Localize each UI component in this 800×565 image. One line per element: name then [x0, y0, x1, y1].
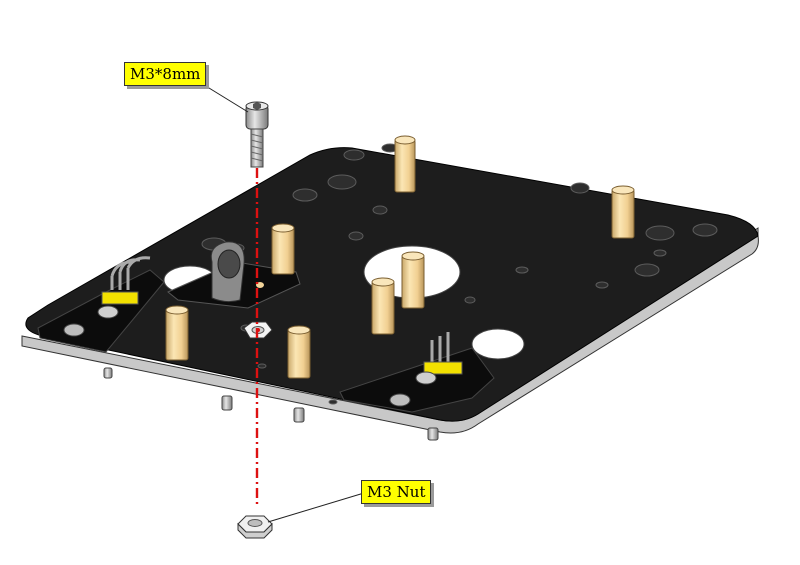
socket-head-screw-icon [245, 101, 269, 168]
right-sensor-bracket [339, 332, 495, 413]
center-bracket [167, 241, 301, 309]
hex-nut-icon [237, 515, 273, 539]
nut-callout-label: M3 Nut [361, 480, 432, 504]
nut-leader-line [267, 492, 365, 523]
brass-standoffs [165, 135, 635, 379]
underside-screws [103, 367, 439, 441]
screw-callout-label: M3*8mm [124, 62, 207, 86]
left-sensor-bracket [37, 256, 165, 353]
